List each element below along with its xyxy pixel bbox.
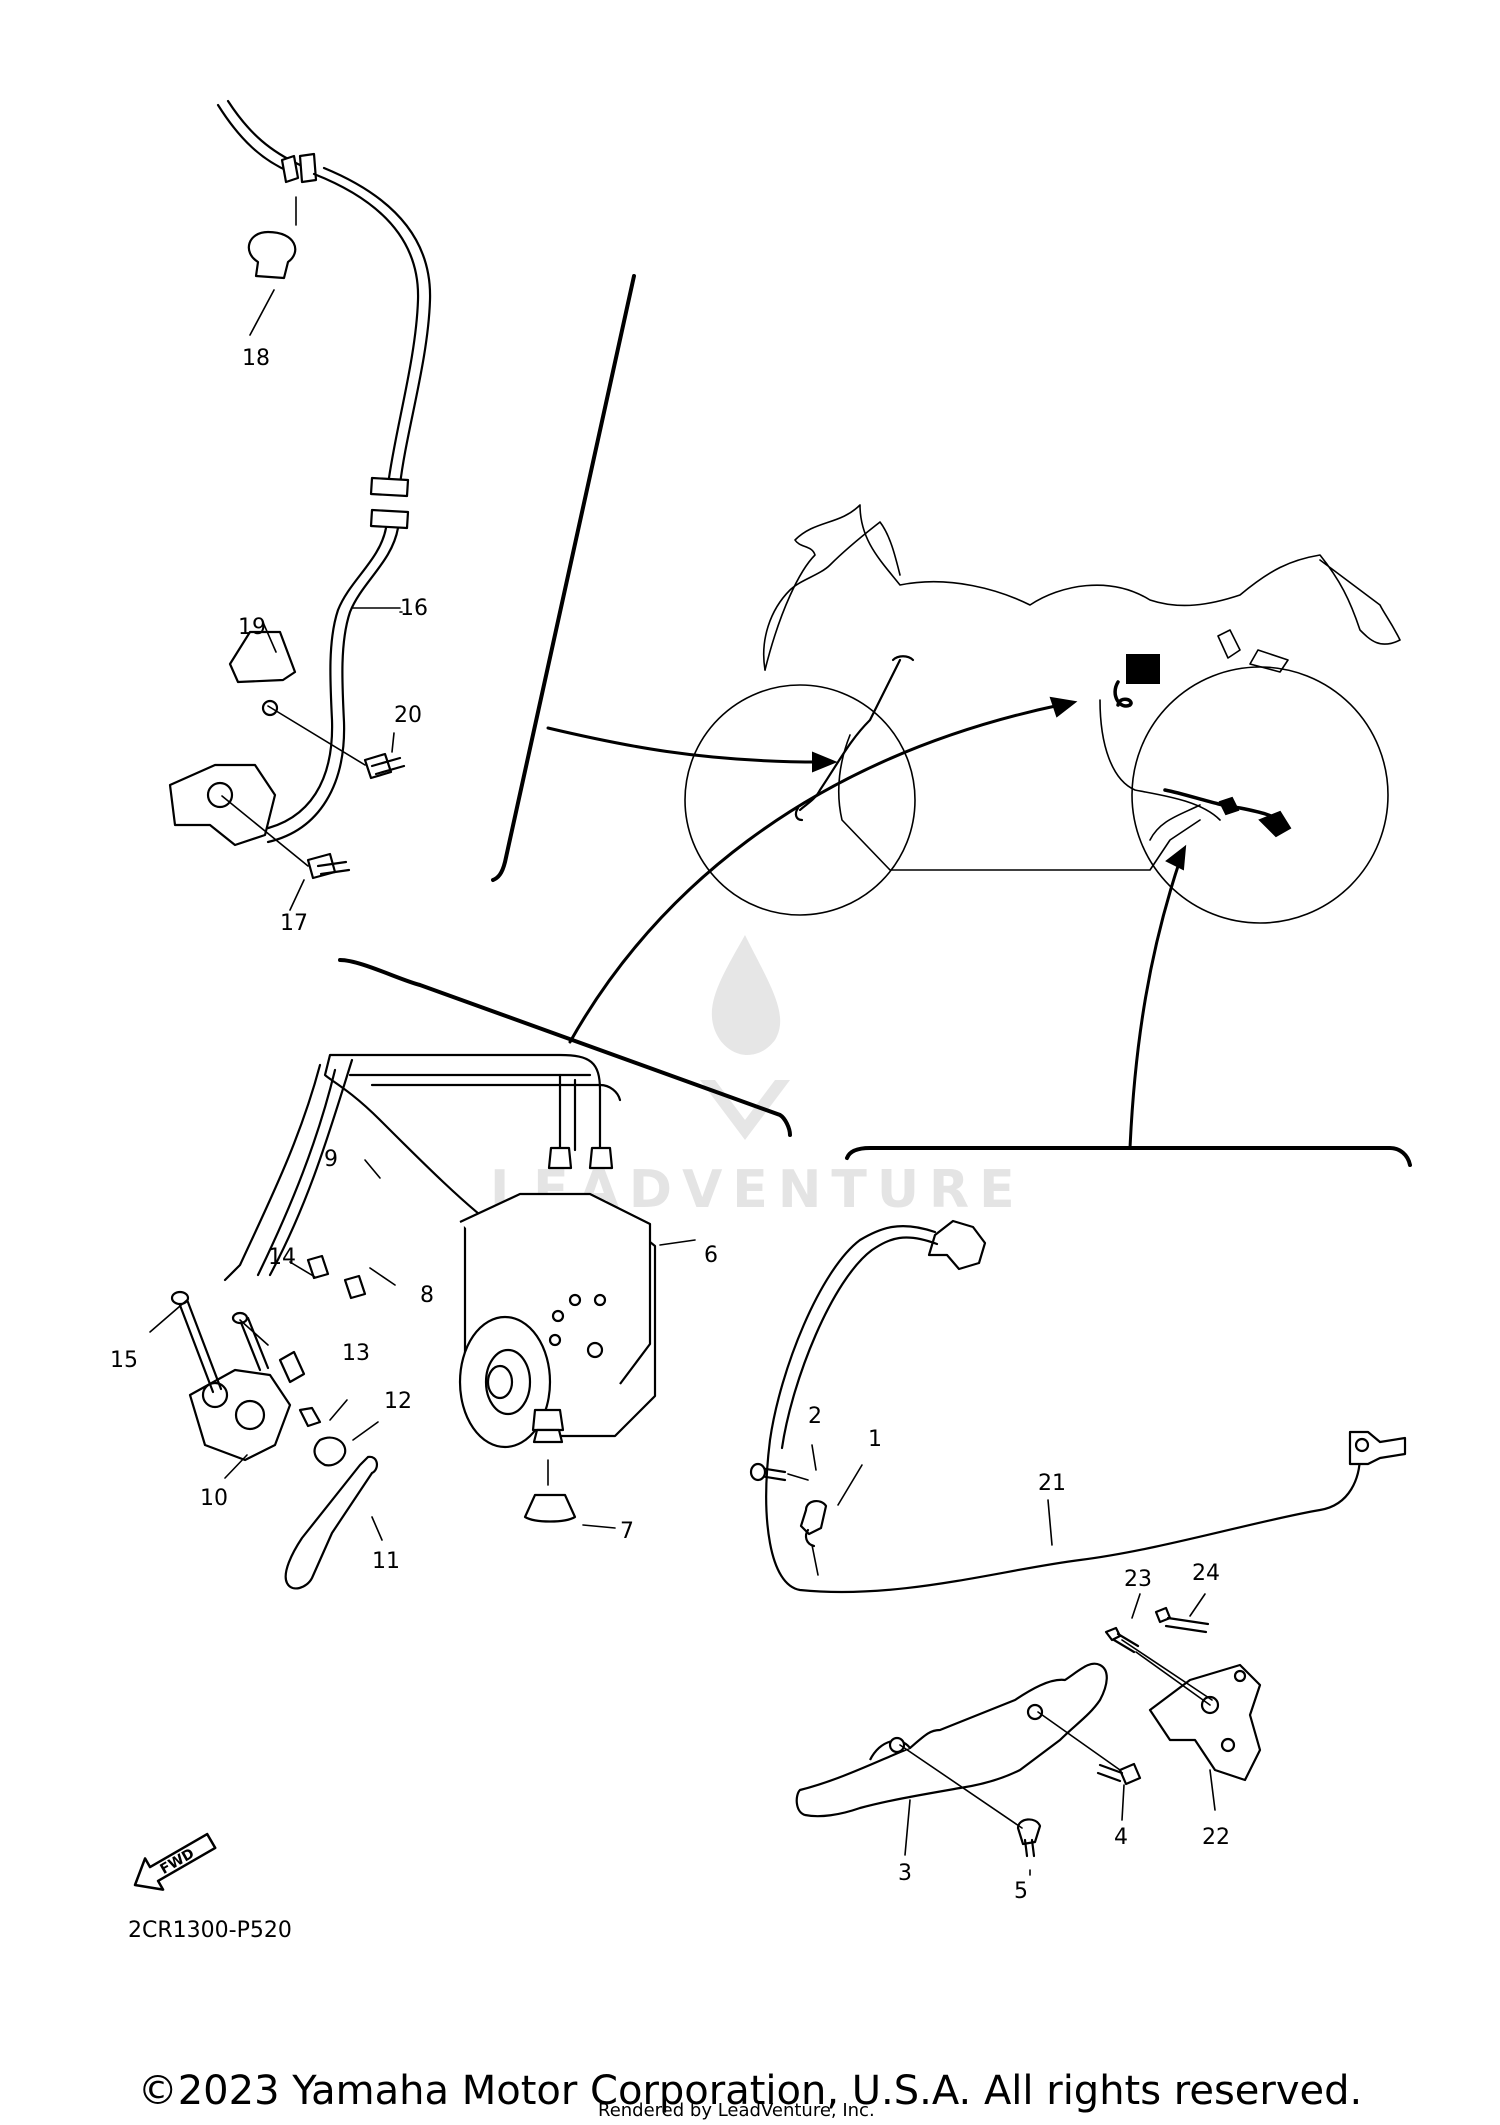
callout-14: 14 xyxy=(268,1245,296,1270)
callout-8: 8 xyxy=(420,1283,434,1308)
callout-17: 17 xyxy=(280,911,308,936)
callout-12: 12 xyxy=(384,1389,412,1414)
callout-2: 2 xyxy=(808,1404,822,1429)
callout-23: 23 xyxy=(1124,1567,1152,1592)
drawing-code: 2CR1300-P520 xyxy=(128,1918,292,1943)
callout-5: 5 xyxy=(1014,1879,1028,1904)
callout-19: 19 xyxy=(238,615,266,640)
rear-sensor-group xyxy=(749,1219,1407,1876)
callout-15: 15 xyxy=(110,1348,138,1373)
callout-20: 20 xyxy=(394,703,422,728)
callout-13: 13 xyxy=(342,1341,370,1366)
callout-7: 7 xyxy=(620,1519,634,1544)
divider-line-2 xyxy=(338,958,792,1137)
callout-22: 22 xyxy=(1202,1825,1230,1850)
callout-9: 9 xyxy=(324,1147,338,1172)
motorcycle-silhouette xyxy=(684,504,1401,924)
callout-11: 11 xyxy=(372,1549,400,1574)
callout-18: 18 xyxy=(242,346,270,371)
front-sensor-group xyxy=(168,99,432,911)
callout-21: 21 xyxy=(1038,1471,1066,1496)
leadventure-logo-icon: LEADVENTURE xyxy=(490,935,1015,1220)
copyright-notice: ©2023 Yamaha Motor Corporation, U.S.A. A… xyxy=(137,2068,1363,2114)
callout-16: 16 xyxy=(400,596,428,621)
rendered-by-notice: Rendered by LeadVenture, Inc. xyxy=(598,2100,875,2121)
divider-line-1 xyxy=(491,274,636,882)
abs-unit-group xyxy=(149,1053,696,1590)
callout-labels: 18 16 19 20 17 9 6 14 8 13 15 12 10 7 11… xyxy=(110,346,1230,1904)
callout-24: 24 xyxy=(1192,1561,1220,1586)
fwd-arrow-icon: FWD xyxy=(133,1832,217,1891)
pointer-arrows xyxy=(546,696,1187,1150)
callout-6: 6 xyxy=(704,1243,718,1268)
callout-3: 3 xyxy=(898,1861,912,1886)
callout-10: 10 xyxy=(200,1486,228,1511)
callout-1: 1 xyxy=(868,1427,882,1452)
callout-4: 4 xyxy=(1114,1825,1128,1850)
